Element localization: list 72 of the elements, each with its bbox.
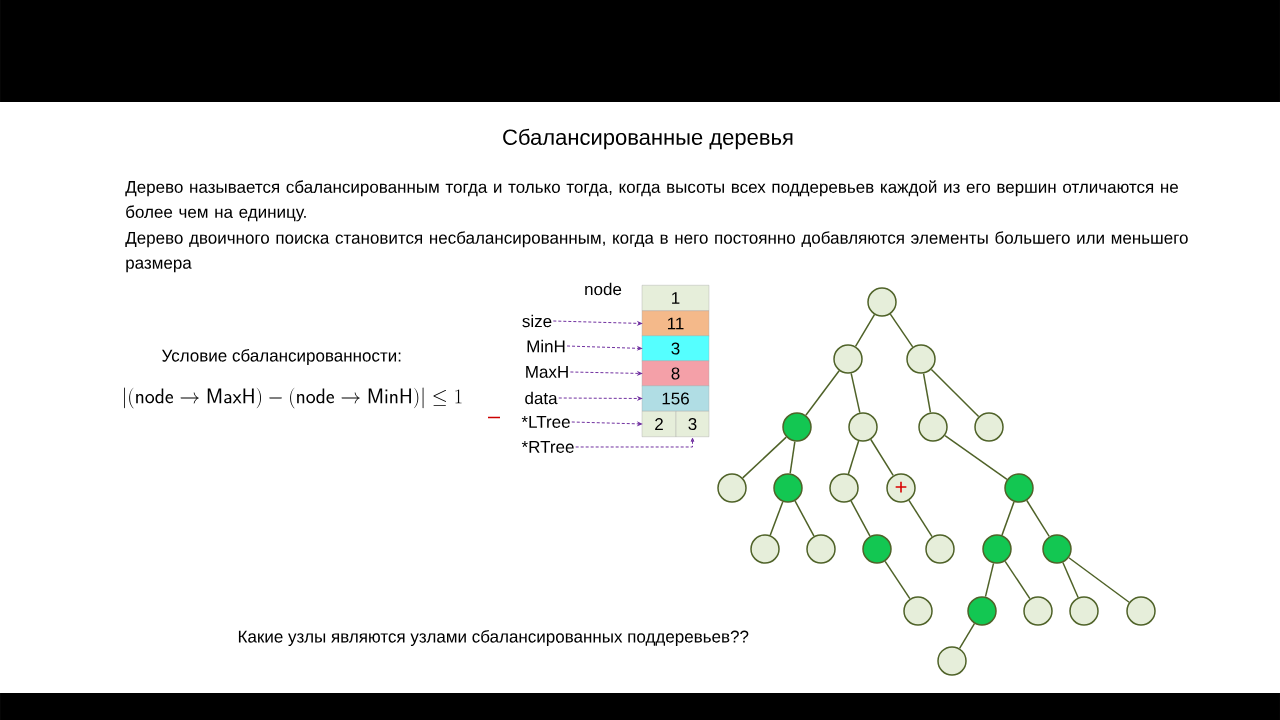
table-cell: 2 — [641, 411, 677, 437]
tree-node — [833, 344, 863, 374]
tree-node — [782, 412, 812, 442]
tree-node — [906, 344, 936, 374]
tree-edge — [958, 622, 976, 650]
tree-edge — [930, 368, 980, 418]
tree-edge — [789, 440, 796, 475]
field-label: *LTree — [521, 416, 570, 428]
tree-edge — [944, 434, 1008, 481]
tree-node — [925, 534, 955, 564]
slide-title: Сбалансированные деревья — [503, 128, 793, 150]
field-label: *RTree — [521, 441, 574, 453]
tree-edge — [769, 501, 784, 536]
formula: $|(\mathsf{node} \to \mathsf{MaxH}) - (\mathsf{node} \to \mathsf{MinH})| \leq 1$ — [124, 387, 462, 409]
table-cell: 11 — [641, 310, 710, 337]
tree-edge — [908, 499, 933, 538]
tree-node — [1023, 596, 1053, 626]
tree-node — [918, 412, 948, 442]
paragraph: Дерево называется сбалансированным тогда и только тогда, когда высоты всех поддеревьев каждой из его вершин отличаются не более чем на единицу. — [125, 180, 1178, 222]
table-cell: 3 — [641, 335, 710, 362]
tree-edge — [847, 440, 860, 475]
tree-edge — [870, 438, 894, 477]
table-cell: 156 — [641, 385, 710, 412]
tree-node — [1126, 596, 1156, 626]
field-label: MinH — [527, 339, 565, 353]
tree-edge — [854, 313, 876, 348]
arrow — [552, 320, 642, 326]
tree-node — [1069, 596, 1099, 626]
table-cell: 1 — [641, 285, 710, 311]
tree-edge — [805, 370, 840, 416]
tree-node — [750, 534, 780, 564]
tree-edge — [1004, 560, 1031, 600]
tree-edge — [984, 562, 995, 598]
tree-edge — [1068, 557, 1130, 603]
question-text: Какие узлы являются узлами сбалансированных поддеревьев?? — [238, 630, 749, 646]
caption-text: Условие сбалансированности: — [162, 349, 401, 365]
tree-node — [1042, 534, 1072, 564]
tree-node: + — [886, 473, 916, 503]
tree-edge — [1001, 501, 1015, 536]
tree-node — [806, 534, 836, 564]
tree-edge — [794, 500, 815, 537]
tree-node — [982, 534, 1012, 564]
arrow — [566, 345, 642, 351]
tree-node — [829, 473, 859, 503]
tree-node — [862, 534, 892, 564]
tree-edge — [889, 313, 914, 348]
table-cell: 3 — [675, 411, 710, 437]
tree-node — [937, 646, 967, 676]
tree-edge — [884, 560, 911, 600]
field-label: MaxH — [526, 366, 568, 378]
tree-node — [974, 412, 1004, 442]
tree-node — [903, 596, 933, 626]
arrow — [571, 421, 642, 426]
tree-edge — [850, 500, 871, 537]
table-heading: node — [585, 282, 622, 296]
tree-node — [717, 473, 747, 503]
tree-edge — [1026, 499, 1050, 538]
arrow — [575, 437, 695, 448]
tree-edge — [922, 372, 932, 414]
tree-node — [1004, 473, 1034, 503]
tree-edge — [1062, 561, 1079, 599]
field-label: data — [525, 391, 558, 405]
arrow — [558, 396, 642, 401]
table-cell: 8 — [641, 360, 710, 387]
tree-node — [867, 287, 897, 317]
field-label: size — [522, 314, 552, 328]
tree-edge — [850, 372, 861, 414]
arrow — [569, 371, 642, 376]
tree-node — [773, 473, 803, 503]
tree-edge — [742, 436, 787, 479]
tree-node — [967, 596, 997, 626]
tree-node — [848, 412, 878, 442]
